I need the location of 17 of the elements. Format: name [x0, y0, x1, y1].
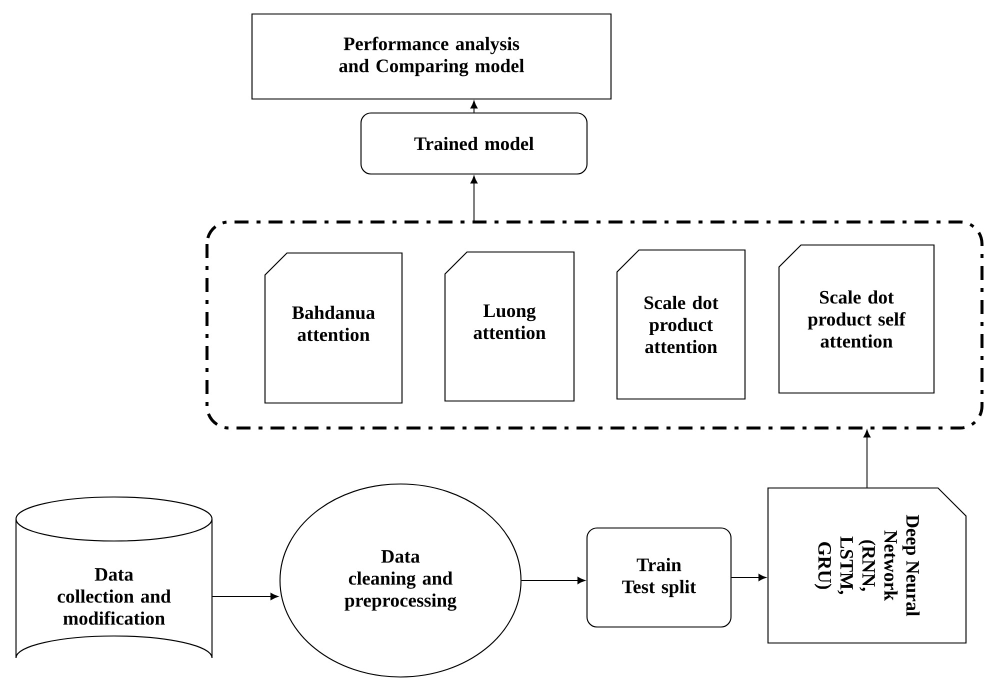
database-cylinder: Data collection and modification — [15, 496, 213, 659]
document-card: Luong attention — [444, 251, 575, 402]
arrow — [470, 100, 478, 113]
document-card: Scale dot product self attention — [778, 244, 935, 394]
arrow — [470, 176, 478, 222]
arrow — [212, 592, 278, 600]
node-label: Data collection and modification — [58, 568, 171, 625]
document-card: Scale dot product attention — [616, 249, 746, 400]
document-card: Deep Neural Network (RNN, LSTM, GRU) — [767, 487, 967, 644]
process-box: Performance analysis and Comparing model — [251, 13, 612, 100]
arrow — [731, 574, 766, 582]
arrow — [863, 430, 871, 488]
group-box — [206, 220, 984, 430]
arrow — [521, 576, 586, 584]
process-box: Train Test split — [586, 527, 732, 628]
document-card: Bahdanua attention — [264, 252, 403, 404]
process-box: Trained model — [360, 112, 588, 175]
